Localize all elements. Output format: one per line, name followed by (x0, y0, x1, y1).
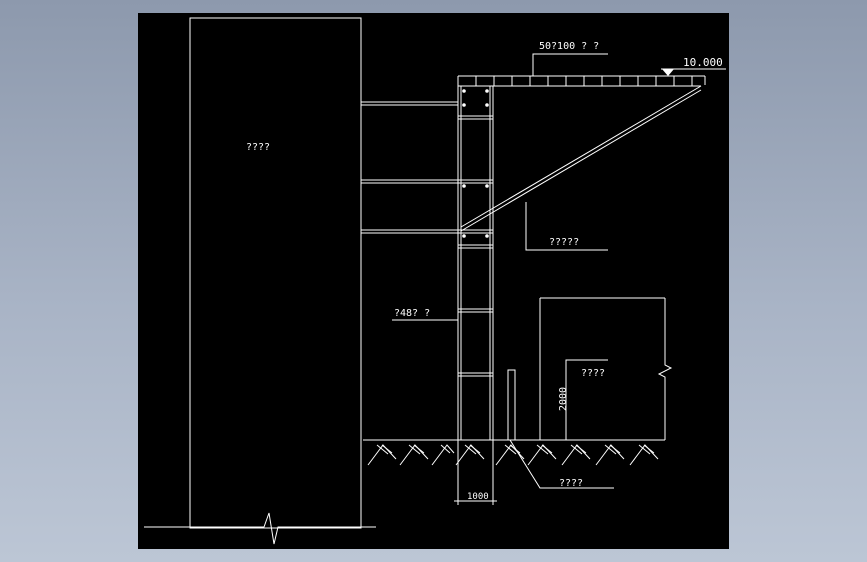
elevation-label: 10.000 (683, 56, 723, 69)
room-outline (539, 297, 673, 441)
ground-hatch (367, 444, 659, 466)
scaffold-tower (457, 86, 494, 440)
diagonal-brace (460, 85, 702, 232)
brace-leader (525, 202, 608, 251)
ground-label: ???? (559, 478, 583, 489)
cad-drawing-area[interactable]: ???? (138, 13, 729, 549)
top-slab (457, 75, 706, 87)
slab-spec-leader (532, 53, 608, 76)
width-dimension-lines (454, 440, 497, 505)
building-outline (189, 17, 362, 529)
room-leader (565, 359, 608, 440)
scaffold-ties (361, 101, 458, 234)
guard-post (507, 369, 516, 441)
building-break-line (144, 512, 376, 545)
pipe-label: ?48? ? (394, 308, 430, 319)
room-label: ???? (581, 368, 605, 379)
ground-leader (509, 439, 614, 489)
elevation-drawing: ???? (144, 17, 726, 545)
slab-spec-label: 50?100 ? ? (539, 41, 599, 52)
brace-label: ????? (549, 237, 579, 248)
width-dimension: 1000 (467, 492, 489, 502)
building-label: ???? (246, 142, 270, 153)
height-dimension: 2000 (558, 387, 569, 411)
elevation-mark (661, 68, 726, 76)
